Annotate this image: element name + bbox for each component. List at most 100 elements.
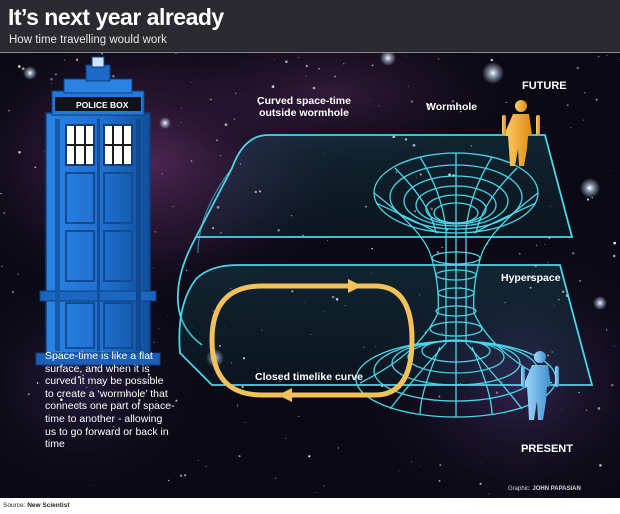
star xyxy=(405,56,407,57)
star xyxy=(305,65,308,68)
star xyxy=(298,415,300,417)
star xyxy=(578,391,580,394)
star xyxy=(234,92,237,95)
bright-star xyxy=(580,178,600,198)
star xyxy=(595,98,598,101)
star xyxy=(184,474,187,477)
star xyxy=(112,74,115,78)
star xyxy=(175,399,178,402)
star xyxy=(181,107,183,109)
star xyxy=(326,240,328,242)
space-illustration: POLICE BOX xyxy=(0,53,620,498)
star xyxy=(60,398,63,402)
tardis-police-box: POLICE BOX xyxy=(35,56,161,366)
star xyxy=(11,290,15,294)
star xyxy=(298,56,300,58)
wormhole-throat xyxy=(429,229,483,345)
star xyxy=(126,393,129,396)
star xyxy=(50,82,52,84)
star xyxy=(241,385,244,389)
star xyxy=(17,273,19,275)
star xyxy=(613,241,617,245)
star xyxy=(582,119,585,121)
star xyxy=(487,493,489,495)
star xyxy=(312,86,316,90)
star xyxy=(147,373,150,376)
page-subtitle: How time travelling would work xyxy=(9,34,167,46)
star xyxy=(438,395,441,398)
star xyxy=(172,205,174,208)
star xyxy=(337,447,339,449)
star xyxy=(597,55,600,58)
star xyxy=(481,461,482,463)
star xyxy=(519,252,521,255)
star xyxy=(197,459,199,462)
star xyxy=(371,247,373,250)
star xyxy=(584,92,586,94)
star xyxy=(190,82,192,83)
star xyxy=(155,400,157,402)
loop-arrow-right xyxy=(348,279,362,293)
header-bar: It’s next year already How time travelli… xyxy=(0,0,620,52)
star xyxy=(439,464,442,466)
star xyxy=(3,212,6,215)
star xyxy=(566,104,569,107)
star xyxy=(216,139,218,141)
star xyxy=(94,366,97,369)
star xyxy=(138,399,141,402)
star xyxy=(1,265,3,268)
star xyxy=(305,75,307,77)
star xyxy=(237,404,239,406)
graphic-credit: Graphic: JOHN PAPASIAN xyxy=(508,486,581,492)
star xyxy=(190,160,193,162)
star xyxy=(238,455,241,458)
star xyxy=(315,492,317,493)
star xyxy=(17,65,21,68)
star xyxy=(371,64,374,67)
star xyxy=(64,59,66,61)
star xyxy=(285,437,286,439)
closed-timelike-curve xyxy=(209,279,415,402)
star xyxy=(370,99,372,101)
star xyxy=(613,345,615,347)
star xyxy=(570,127,572,129)
source-name: New Scientist xyxy=(27,502,70,509)
graphic-credit-name: JOHN PAPASIAN xyxy=(532,486,581,492)
star xyxy=(273,58,275,60)
star xyxy=(438,479,441,482)
star xyxy=(479,482,482,485)
star xyxy=(544,243,546,245)
star xyxy=(18,151,21,154)
star xyxy=(205,465,207,468)
star xyxy=(419,466,421,468)
star xyxy=(76,404,79,408)
star xyxy=(167,479,170,482)
star xyxy=(244,422,246,423)
wormhole-upper-mouth xyxy=(373,152,539,254)
star xyxy=(410,100,414,103)
star xyxy=(460,111,462,113)
star xyxy=(27,393,30,396)
star xyxy=(271,85,275,88)
star xyxy=(561,408,563,410)
lower-space-time-sheet xyxy=(178,264,594,386)
star xyxy=(258,103,261,106)
star xyxy=(576,66,579,70)
star xyxy=(585,409,588,411)
star xyxy=(606,54,608,56)
star xyxy=(308,455,311,458)
star xyxy=(101,53,103,55)
star xyxy=(334,75,336,78)
police-box-sign-text: POLICE BOX xyxy=(76,100,129,110)
star xyxy=(398,470,400,472)
star xyxy=(434,400,436,402)
star xyxy=(579,279,582,282)
star xyxy=(154,231,157,233)
label-present: PRESENT xyxy=(521,443,573,455)
graphic-credit-prefix: Graphic: xyxy=(508,486,531,492)
present-human-figure xyxy=(521,351,559,420)
label-closed-timelike-curve: Closed timelike curve xyxy=(255,371,363,383)
star xyxy=(153,267,155,269)
star xyxy=(50,77,53,81)
star xyxy=(158,328,160,330)
